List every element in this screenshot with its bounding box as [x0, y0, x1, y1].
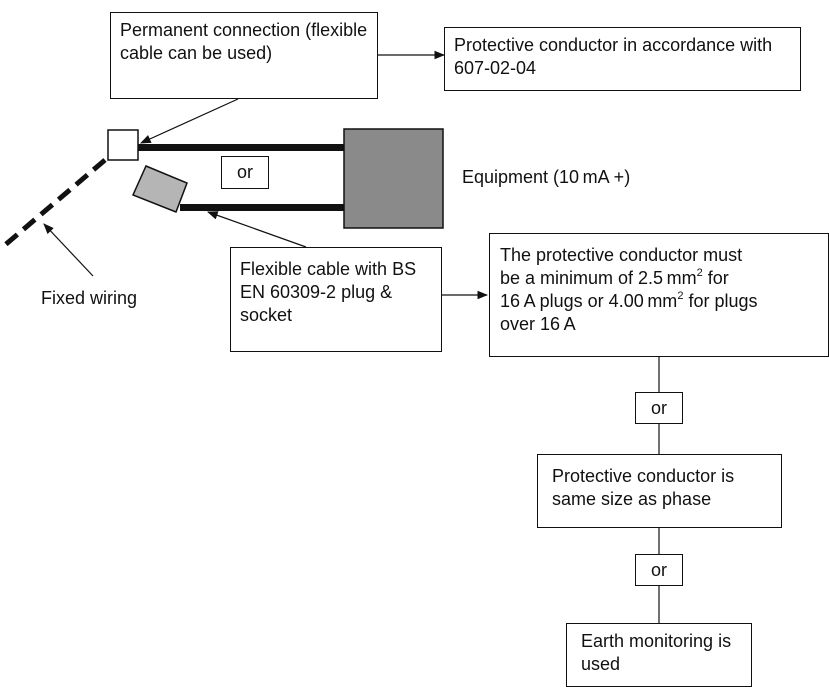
- flexible-cable-text: Flexible cable with BS EN 60309-2 plug &…: [240, 259, 417, 325]
- or-text-2: or: [650, 560, 667, 580]
- min-size-line3b: for plugs: [683, 291, 758, 311]
- same-size-box: Protective conductor is same size as pha…: [537, 454, 782, 528]
- min-size-line4: over 16 A: [500, 314, 576, 334]
- min-size-sup1: 2: [696, 267, 703, 279]
- arrow-to-terminal: [140, 98, 239, 144]
- or-box-1: or: [635, 392, 683, 424]
- arrow-to-fixed-wiring: [43, 223, 94, 277]
- permanent-connection-text: Permanent connection (flexible cable can…: [120, 20, 368, 63]
- equipment-block: [343, 128, 444, 229]
- fixed-wiring-label: Fixed wiring: [41, 287, 137, 310]
- min-size-line3: 16 A plugs or 4.00 mm2 for plugs: [500, 290, 818, 313]
- equipment-label: Equipment (10 mA +): [462, 166, 630, 189]
- permanent-connection-box: Permanent connection (flexible cable can…: [110, 12, 378, 99]
- flexible-cable-box: Flexible cable with BS EN 60309-2 plug &…: [230, 247, 442, 352]
- or-text-1: or: [650, 398, 667, 418]
- earth-monitoring-text: Earth monitoring is used: [581, 631, 732, 674]
- terminal-box: [107, 129, 139, 161]
- fixed-wiring-line: [3, 158, 107, 247]
- or-cable-text: or: [236, 162, 253, 182]
- or-box-2: or: [635, 554, 683, 586]
- min-size-line2b: for: [702, 268, 729, 288]
- same-size-text: Protective conductor is same size as pha…: [552, 466, 735, 509]
- protective-conductor-box: Protective conductor in accordance with …: [444, 27, 801, 91]
- min-size-line2a: be a minimum of 2.5 mm: [500, 268, 697, 288]
- min-size-line1: The protective conductor must: [500, 245, 743, 265]
- permanent-cable: [138, 144, 344, 151]
- equipment-label-text: Equipment (10 mA +): [462, 167, 631, 187]
- min-size-sup2: 2: [677, 290, 684, 302]
- or-cable-box: or: [221, 156, 269, 189]
- protective-conductor-text: Protective conductor in accordance with …: [454, 35, 773, 78]
- arrow-to-flexible-cable: [206, 211, 307, 248]
- earth-monitoring-box: Earth monitoring is used: [566, 623, 752, 687]
- flexible-cable: [180, 204, 344, 211]
- min-size-line2: be a minimum of 2.5 mm2 for: [500, 267, 818, 290]
- min-size-line3a: 16 A plugs or 4.00 mm: [500, 291, 678, 311]
- plug-shape: [131, 165, 188, 213]
- fixed-wiring-text: Fixed wiring: [41, 288, 138, 308]
- min-size-box: The protective conductor must be a minim…: [489, 233, 829, 357]
